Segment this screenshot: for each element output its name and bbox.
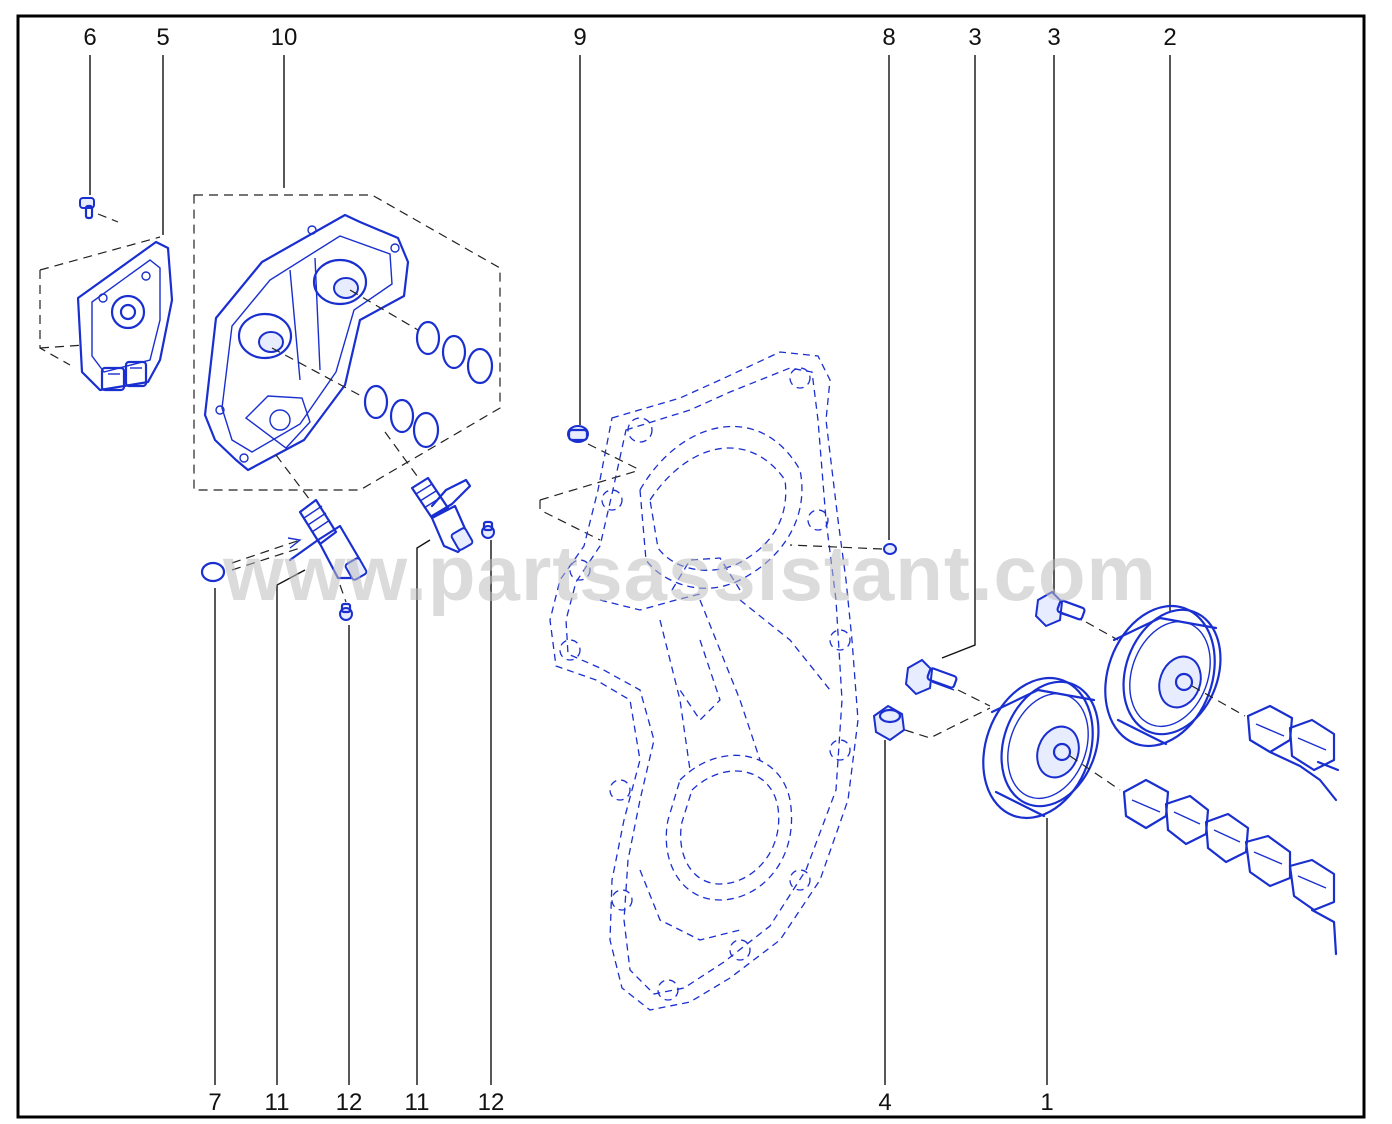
leader-3a xyxy=(941,55,976,659)
callout-9: 9 xyxy=(573,24,586,51)
part-3-bolt-lower xyxy=(904,658,991,707)
callout-7: 7 xyxy=(208,1089,221,1116)
timing-case-outline xyxy=(549,351,859,1011)
part-1-vvt-sprocket-exhaust xyxy=(982,676,1121,820)
callout-3a: 3 xyxy=(968,24,981,51)
diagram-border xyxy=(16,14,1366,1119)
part-9-plug xyxy=(539,425,641,541)
part-12-screw-right xyxy=(481,520,495,539)
part-5-sensor-plate xyxy=(39,236,174,392)
part-11-solenoid-left xyxy=(231,498,368,581)
callout-6: 6 xyxy=(83,24,96,51)
callout-12a: 12 xyxy=(336,1089,363,1116)
watermark-text: www.partsassistant.com xyxy=(222,529,1157,617)
callout-2: 2 xyxy=(1163,24,1176,51)
callout-10: 10 xyxy=(271,24,298,51)
part-3-bolt-upper xyxy=(1034,590,1119,641)
callout-8: 8 xyxy=(882,24,895,51)
leader-11b xyxy=(416,539,431,1085)
callout-4: 4 xyxy=(878,1089,891,1116)
part-12-screw-left xyxy=(339,584,353,621)
part-4-plug xyxy=(872,704,991,742)
callout-5: 5 xyxy=(156,24,169,51)
part-7-o-ring xyxy=(200,561,226,583)
camshaft-intake xyxy=(1246,704,1340,802)
callout-1: 1 xyxy=(1040,1089,1053,1116)
leader-11a xyxy=(276,569,306,1085)
callouts-bottom: 7 11 12 11 12 4 1 xyxy=(208,539,1054,1116)
part-2-vvt-sprocket-intake xyxy=(1104,604,1246,748)
callouts-top: 6 5 10 9 8 3 3 2 xyxy=(83,24,1177,659)
callout-3b: 3 xyxy=(1047,24,1060,51)
part-8-plug xyxy=(789,543,897,555)
callout-11b: 11 xyxy=(405,1089,430,1116)
part-10-timing-cover xyxy=(193,194,501,501)
callout-11a: 11 xyxy=(265,1089,290,1116)
part-11-solenoid-right xyxy=(410,476,474,554)
camshaft-exhaust xyxy=(1122,778,1338,956)
callout-12b: 12 xyxy=(478,1089,505,1116)
part-6-bolt xyxy=(79,197,119,223)
